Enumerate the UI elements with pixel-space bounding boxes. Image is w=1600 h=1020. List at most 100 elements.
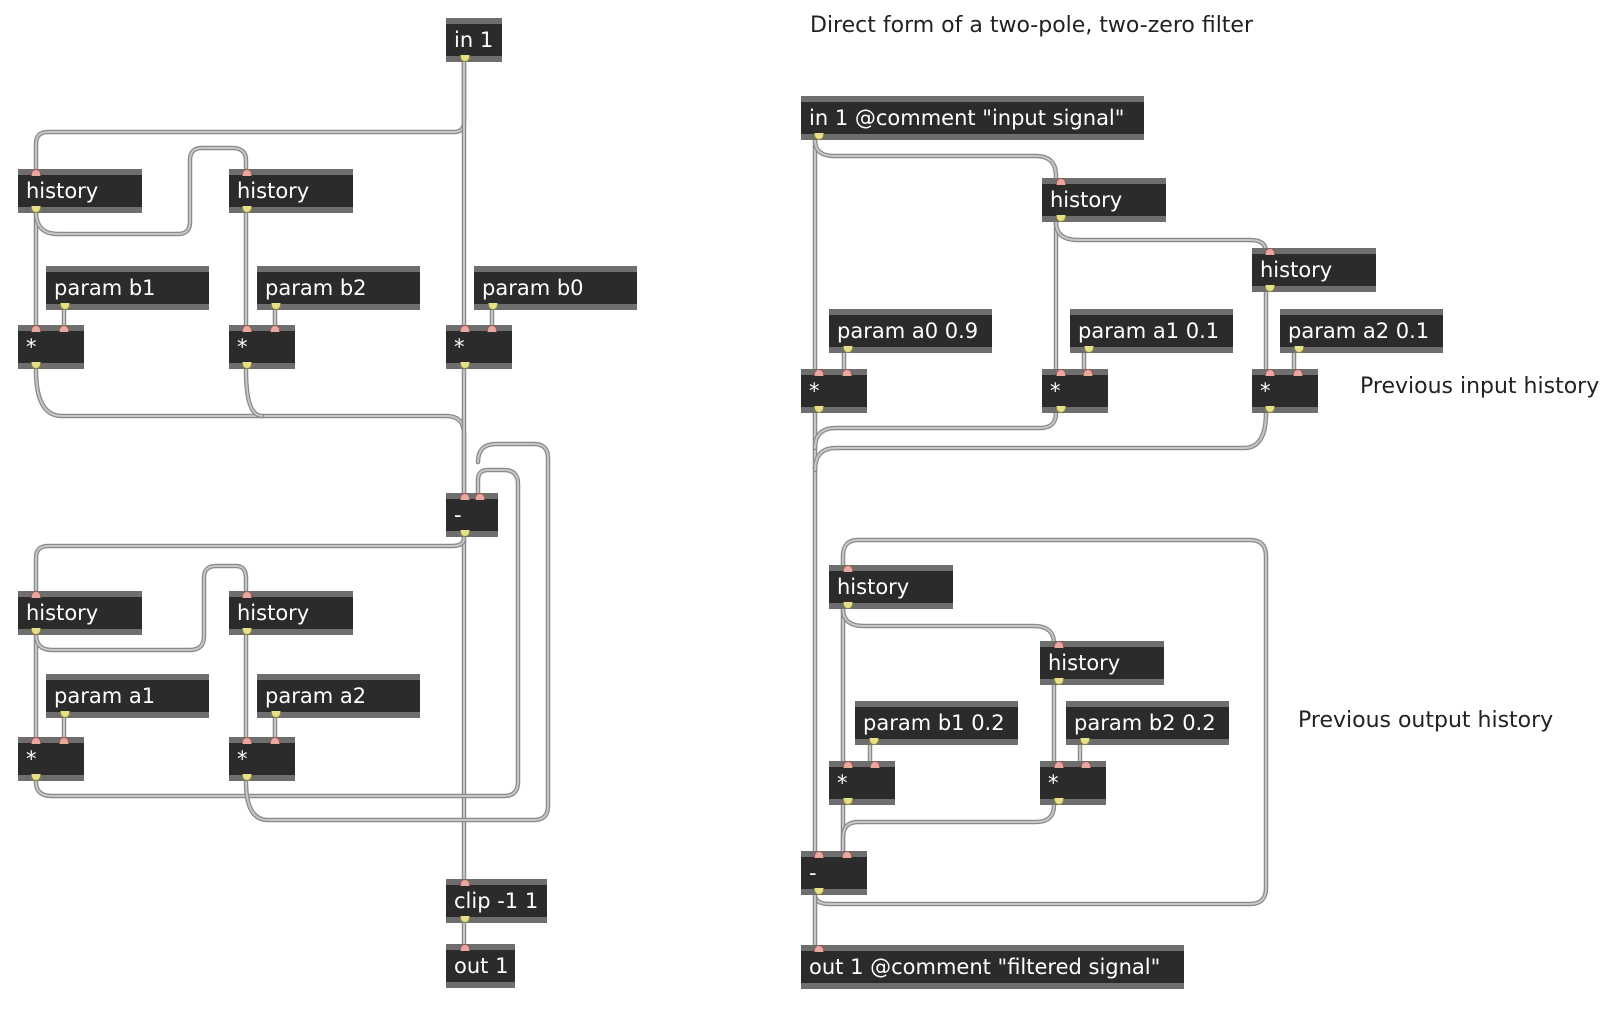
- outlet[interactable]: [31, 628, 41, 635]
- in-object[interactable]: in 1 @comment "input signal": [801, 96, 1144, 140]
- outlet[interactable]: [460, 916, 470, 923]
- outlet[interactable]: [843, 798, 853, 805]
- param-b2-object[interactable]: param b2: [257, 266, 420, 310]
- inlet-left[interactable]: [242, 737, 252, 744]
- inlet-left[interactable]: [460, 325, 470, 332]
- outlet[interactable]: [1054, 678, 1064, 685]
- inlet[interactable]: [460, 944, 470, 951]
- inlet[interactable]: [242, 591, 252, 598]
- clip-object[interactable]: clip -1 1: [446, 879, 547, 923]
- inlet-right[interactable]: [270, 325, 280, 332]
- multiply-object[interactable]: *: [229, 325, 295, 369]
- outlet[interactable]: [31, 774, 41, 781]
- inlet-right[interactable]: [842, 851, 852, 858]
- param-a1-object[interactable]: param a1 0.1: [1070, 309, 1233, 353]
- inlet[interactable]: [1265, 248, 1275, 255]
- outlet[interactable]: [460, 55, 470, 62]
- inlet-left[interactable]: [1054, 761, 1064, 768]
- inlet-right[interactable]: [59, 737, 69, 744]
- inlet-right[interactable]: [1081, 761, 1091, 768]
- inlet[interactable]: [814, 945, 824, 952]
- param-a0-object[interactable]: param a0 0.9: [829, 309, 992, 353]
- multiply-object[interactable]: *: [801, 369, 867, 413]
- multiply-object[interactable]: *: [18, 325, 84, 369]
- outlet[interactable]: [242, 628, 252, 635]
- outlet[interactable]: [1265, 406, 1275, 413]
- inlet-right[interactable]: [487, 325, 497, 332]
- outlet[interactable]: [843, 602, 853, 609]
- inlet-right[interactable]: [1083, 369, 1093, 376]
- inlet-left[interactable]: [843, 761, 853, 768]
- history-object[interactable]: history: [1042, 178, 1166, 222]
- inlet[interactable]: [843, 565, 853, 572]
- out-object[interactable]: out 1: [446, 944, 515, 988]
- outlet[interactable]: [869, 738, 879, 745]
- param-b0-object[interactable]: param b0: [474, 266, 637, 310]
- inlet-left[interactable]: [460, 493, 470, 500]
- history-object[interactable]: history: [229, 169, 353, 213]
- patch-cord[interactable]: [33, 59, 467, 171]
- patch-cord[interactable]: [243, 367, 265, 419]
- outlet[interactable]: [31, 362, 41, 369]
- multiply-object[interactable]: *: [18, 737, 84, 781]
- outlet[interactable]: [31, 206, 41, 213]
- inlet[interactable]: [31, 169, 41, 176]
- inlet-left[interactable]: [31, 325, 41, 332]
- param-a1-object[interactable]: param a1: [46, 674, 209, 718]
- outlet[interactable]: [1265, 285, 1275, 292]
- inlet-left[interactable]: [242, 325, 252, 332]
- inlet-left[interactable]: [1056, 369, 1066, 376]
- outlet[interactable]: [814, 406, 824, 413]
- outlet[interactable]: [814, 133, 824, 140]
- inlet-left[interactable]: [814, 369, 824, 376]
- inlet-right[interactable]: [1293, 369, 1303, 376]
- outlet[interactable]: [242, 206, 252, 213]
- inlet-right[interactable]: [842, 369, 852, 376]
- history-object[interactable]: history: [1040, 641, 1164, 685]
- multiply-object[interactable]: *: [1040, 761, 1106, 805]
- history-object[interactable]: history: [829, 565, 953, 609]
- patch-cord[interactable]: [840, 802, 1057, 859]
- inlet[interactable]: [242, 169, 252, 176]
- history-object[interactable]: history: [18, 591, 142, 635]
- outlet[interactable]: [60, 303, 70, 310]
- inlet-left[interactable]: [814, 851, 824, 858]
- outlet[interactable]: [488, 303, 498, 310]
- outlet[interactable]: [1294, 346, 1304, 353]
- inlet-right[interactable]: [270, 737, 280, 744]
- multiply-object[interactable]: *: [1042, 369, 1108, 413]
- outlet[interactable]: [60, 711, 70, 718]
- patch-cord[interactable]: [33, 367, 467, 501]
- param-b2-object[interactable]: param b2 0.2: [1066, 701, 1229, 745]
- inlet[interactable]: [1054, 641, 1064, 648]
- outlet[interactable]: [242, 774, 252, 781]
- outlet[interactable]: [242, 362, 252, 369]
- inlet-right[interactable]: [870, 761, 880, 768]
- param-a2-object[interactable]: param a2 0.1: [1280, 309, 1443, 353]
- multiply-object[interactable]: *: [446, 325, 512, 369]
- history-object[interactable]: history: [229, 591, 353, 635]
- outlet[interactable]: [1054, 798, 1064, 805]
- param-b1-object[interactable]: param b1 0.2: [855, 701, 1018, 745]
- outlet[interactable]: [1056, 215, 1066, 222]
- multiply-object[interactable]: *: [829, 761, 895, 805]
- history-object[interactable]: history: [1252, 248, 1376, 292]
- outlet[interactable]: [843, 346, 853, 353]
- outlet[interactable]: [271, 303, 281, 310]
- inlet[interactable]: [31, 591, 41, 598]
- in-object[interactable]: in 1: [446, 18, 502, 62]
- outlet[interactable]: [460, 530, 470, 537]
- outlet[interactable]: [1080, 738, 1090, 745]
- inlet-left[interactable]: [1265, 369, 1275, 376]
- inlet[interactable]: [460, 879, 470, 886]
- inlet-right[interactable]: [59, 325, 69, 332]
- subtract-object[interactable]: -: [801, 851, 867, 895]
- inlet-right[interactable]: [475, 493, 485, 500]
- param-b1-object[interactable]: param b1: [46, 266, 209, 310]
- param-a2-object[interactable]: param a2: [257, 674, 420, 718]
- outlet[interactable]: [460, 362, 470, 369]
- multiply-object[interactable]: *: [1252, 369, 1318, 413]
- patch-cord[interactable]: [1053, 219, 1269, 255]
- patch-cord[interactable]: [812, 410, 1269, 473]
- patch-cord[interactable]: [812, 410, 1059, 451]
